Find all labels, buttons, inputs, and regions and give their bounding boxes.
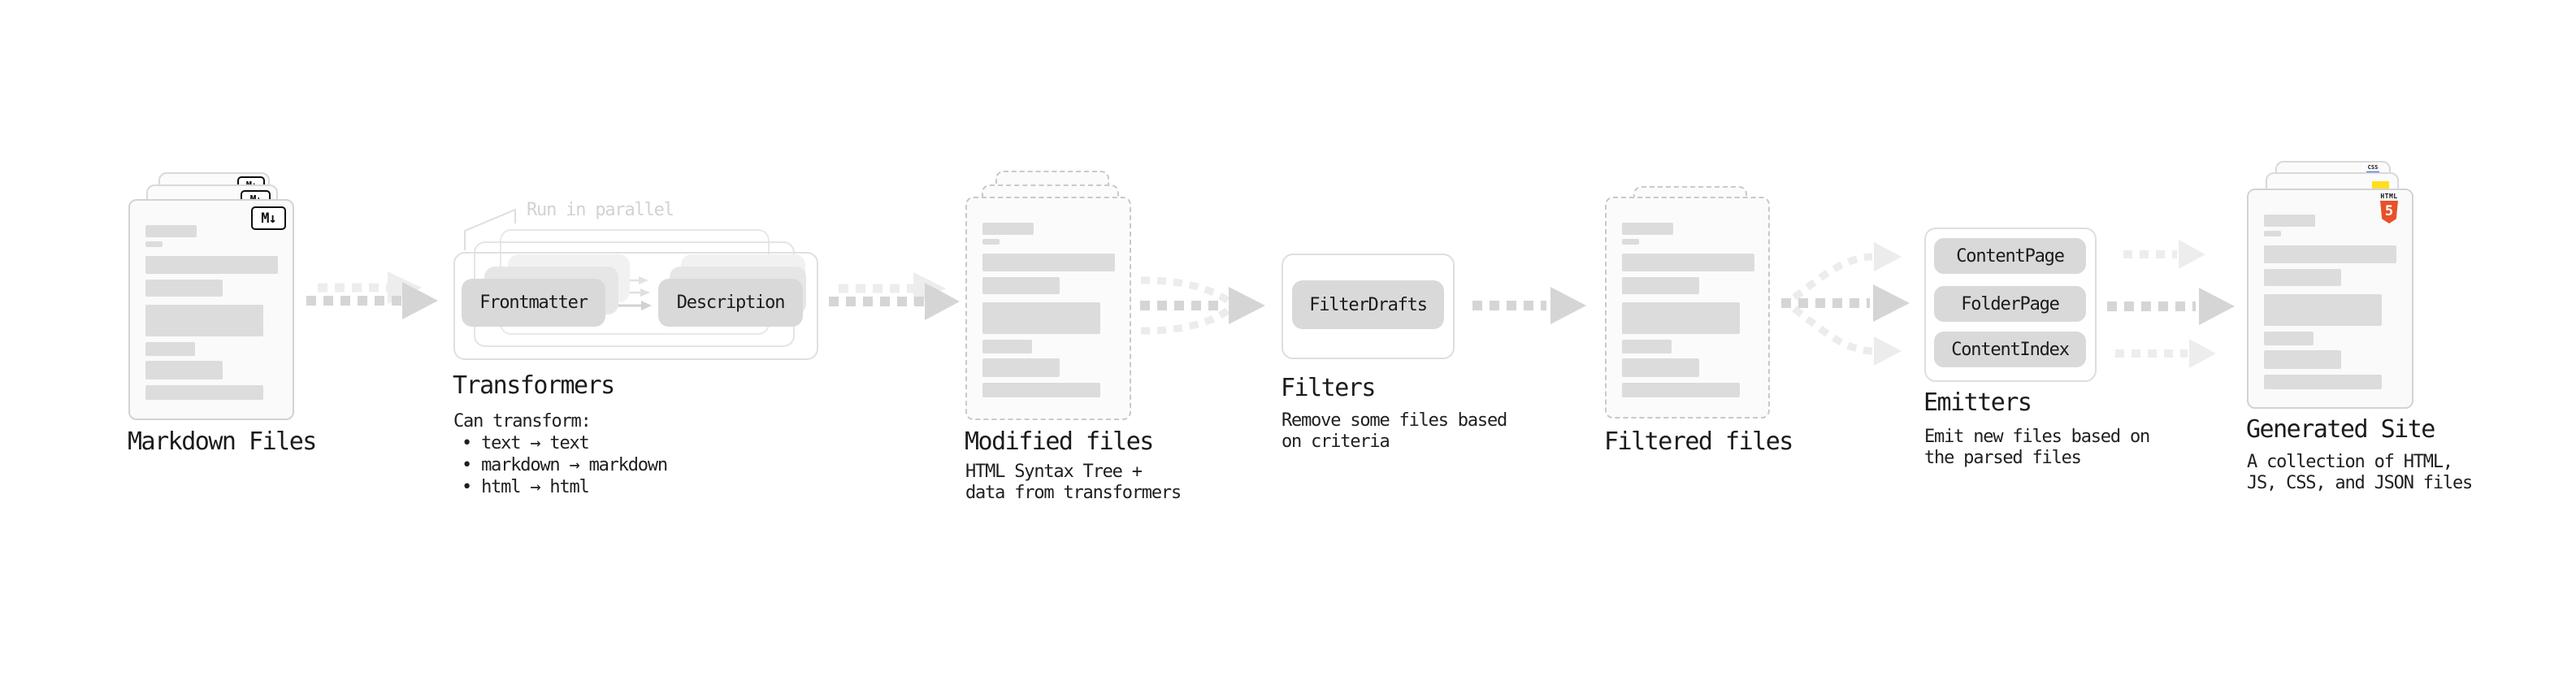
transformer-box [453,252,818,360]
skeleton-line [1622,340,1672,354]
skeleton-line [1622,254,1754,271]
skeleton-line [982,302,1100,334]
html5-icon-number: 5 [2384,202,2394,219]
html5-icon-shield: 5 [2380,201,2398,223]
skeleton-line [982,383,1100,397]
stage-label-modified-files: Modified files [965,427,1154,456]
arrow-modified-to-filters [1140,276,1265,335]
emitters-box [1924,228,2097,382]
skeleton-line [145,361,223,380]
modified-files-caption: HTML Syntax Tree + data from transformer… [965,462,1182,503]
html5-icon-label: HTML [2380,193,2398,200]
transformers-caption: Can transform: • text → text • markdown … [453,410,668,498]
emitter-pill-folderpage: FolderPage [1934,286,2086,322]
transformers-caption-title: Can transform: [453,411,592,432]
skeleton-line [145,342,195,356]
skeleton-line [145,385,263,400]
arrow-transformers-to-modified [829,272,960,320]
emitter-pill-contentindex: ContentIndex [1934,332,2086,367]
arrow-filters-to-filtered [1472,287,1586,324]
skeleton-line [982,254,1115,271]
skeleton-line [2264,294,2382,326]
stage-label-transformers: Transformers [453,371,615,400]
js-icon [2372,181,2389,189]
skeleton-line [1622,239,1639,245]
file-card: M↓ [128,199,294,420]
skeleton-line [2264,375,2382,389]
skeleton-line [1622,358,1699,377]
skeleton-line [1622,383,1740,397]
markdown-icon: M↓ [251,206,286,230]
generated-site-caption: A collection of HTML, JS, CSS, and JSON … [2247,452,2473,493]
arrow-emitters-to-generated [2107,240,2235,368]
skeleton-line [2264,350,2341,369]
skeleton-line [2264,215,2315,227]
skeleton-line [2264,332,2314,345]
stage-label-emitters: Emitters [1923,388,2032,417]
skeleton-line [982,277,1060,294]
transformers-bullet: • html → html [462,477,590,497]
file-card [1605,197,1770,419]
skeleton-line [145,280,223,297]
arrow-markdown-to-transformers [306,271,438,319]
skeleton-line [145,225,197,237]
transformer-pill-frontmatter: Frontmatter [462,279,605,327]
skeleton-line [1622,302,1740,334]
skeleton-line [145,305,263,336]
skeleton-line [2264,245,2396,263]
emitter-pill-contentpage: ContentPage [1934,238,2086,274]
transformer-pill-description: Description [658,279,803,327]
stage-label-filters: Filters [1281,374,1376,402]
html5-icon: HTML 5 [2379,193,2400,223]
filters-box [1281,254,1455,359]
file-card: HTML 5 [2247,189,2413,409]
file-card [965,197,1131,420]
skeleton-line [1622,223,1673,235]
skeleton-line [145,256,278,274]
emitters-caption: Emit new files based on the parsed files [1924,427,2150,468]
skeleton-line [1622,277,1699,294]
skeleton-line [145,241,163,247]
run-in-parallel-note: Run in parallel [527,200,674,220]
stage-label-filtered-files: Filtered files [1604,427,1793,456]
transformers-bullet: • text → text [462,433,590,453]
arrow-filtered-to-emitters [1781,242,1910,366]
skeleton-line [982,340,1032,354]
skeleton-line [982,223,1034,235]
transformers-bullet: • markdown → markdown [462,455,668,475]
stage-label-generated-site: Generated Site [2246,415,2435,444]
skeleton-line [2264,231,2281,236]
filter-pill-filterdrafts: FilterDrafts [1292,280,1444,329]
skeleton-line [982,358,1060,377]
filters-caption: Remove some files based on criteria [1281,410,1507,452]
css-icon-label: CSS [2367,164,2379,171]
skeleton-line [2264,269,2341,286]
stage-label-markdown-files: Markdown Files [128,427,317,456]
skeleton-line [982,239,1000,245]
